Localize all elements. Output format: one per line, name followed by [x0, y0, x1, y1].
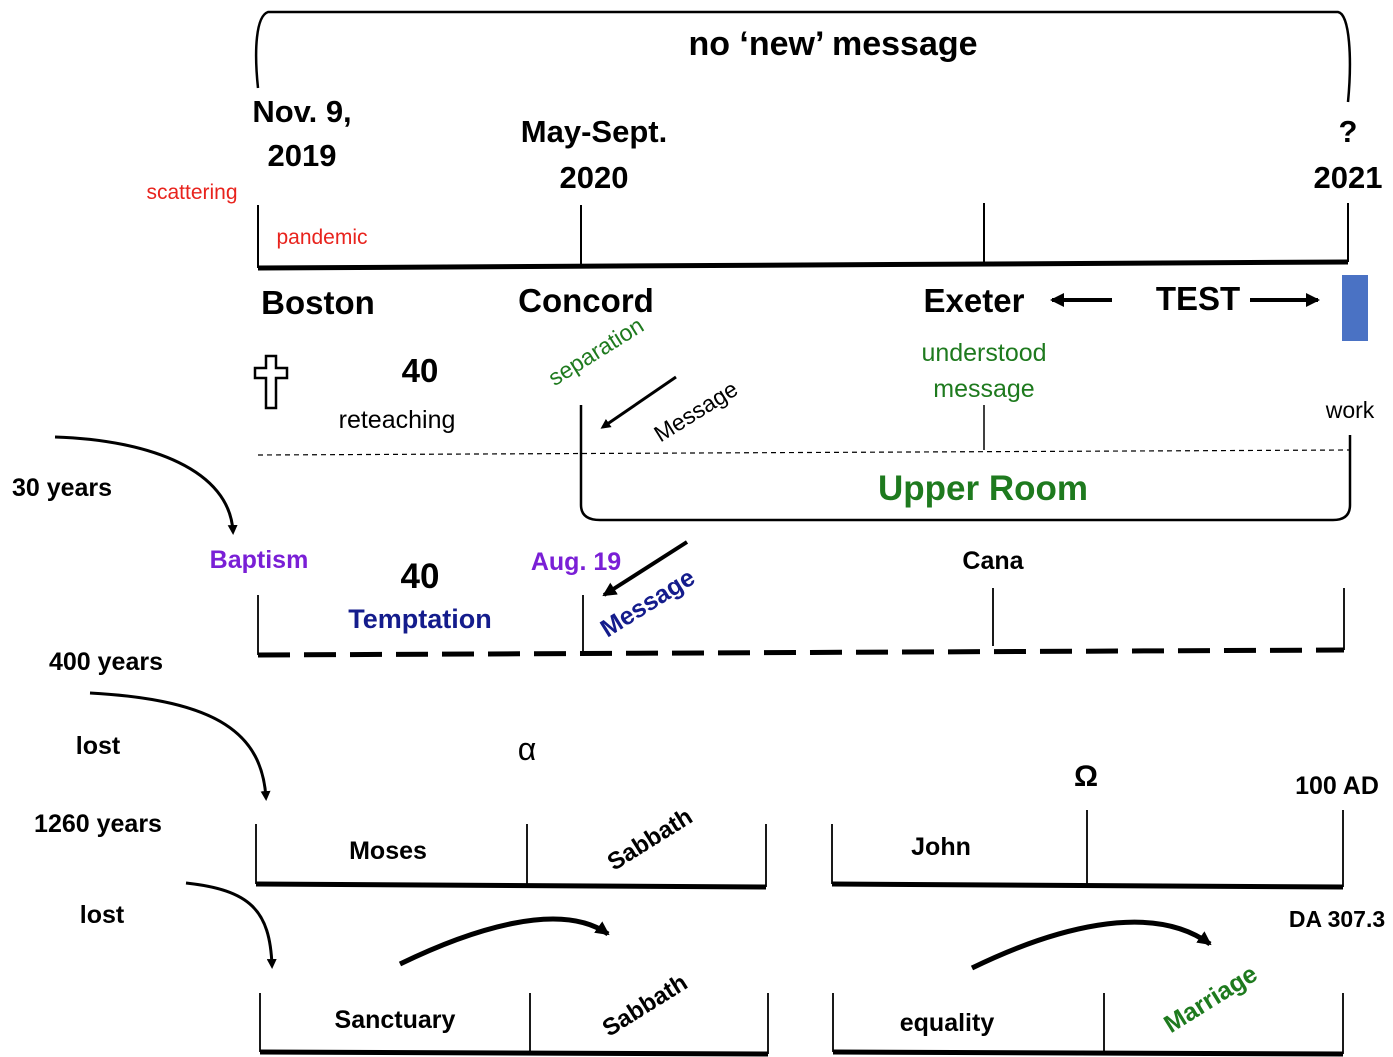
dotted-line [257, 449, 1351, 456]
sabbath-label-2: Sabbath [598, 969, 693, 1042]
da-reference-label: DA 307.3 [1289, 906, 1385, 932]
temptation-label: Temptation [348, 604, 492, 634]
thirty-years-label: 30 years [12, 474, 112, 502]
sanctuary-line [259, 1049, 769, 1057]
date-mid-line1: May-Sept. [521, 114, 667, 149]
date-mid-line2: 2020 [560, 160, 629, 195]
lost-label-1: lost [76, 732, 121, 760]
place-exeter: Exeter [924, 282, 1025, 319]
thirty-years-arrow [54, 435, 238, 535]
twelve-sixty-years-label: 1260 years [34, 810, 162, 838]
date-start-line1: Nov. 9, [252, 94, 351, 129]
upper-room-bracket [579, 405, 1352, 522]
sanctuary-arrow [398, 916, 610, 967]
aug19-label: Aug. 19 [531, 548, 621, 576]
timeline2-dashed-line [257, 647, 1345, 658]
date-end-line1: ? [1339, 114, 1358, 149]
top-bracket [254, 10, 1352, 103]
message-arrow-2 [602, 540, 689, 597]
four-hundred-arrow [89, 691, 271, 801]
cross-icon [253, 354, 289, 410]
alpha-symbol: α [518, 731, 537, 767]
place-boston: Boston [261, 284, 375, 321]
hundred-ad-label: 100 AD [1295, 772, 1379, 800]
baptism-label: Baptism [210, 546, 309, 574]
marriage-label: Marriage [1159, 960, 1262, 1039]
understood-line2: message [933, 375, 1034, 403]
bracket-label: no ‘new’ message [688, 25, 977, 63]
forty-label-1: 40 [402, 352, 439, 389]
john-line [831, 881, 1344, 890]
twelve-sixty-arrow [185, 881, 277, 969]
omega-symbol: Ω [1074, 760, 1098, 793]
date-start-line2: 2019 [268, 138, 337, 173]
forty-label-2: 40 [401, 557, 440, 596]
john-label: John [911, 833, 971, 861]
equality-line [832, 1049, 1344, 1057]
pandemic-label: pandemic [276, 226, 367, 249]
timeline1-line [257, 259, 1349, 271]
reteaching-label: reteaching [339, 406, 456, 434]
cana-label: Cana [962, 547, 1024, 575]
work-label: work [1325, 397, 1375, 423]
place-concord: Concord [518, 282, 654, 319]
sanctuary-label: Sanctuary [335, 1006, 456, 1034]
date-end-line2: 2021 [1314, 160, 1383, 195]
four-hundred-years-label: 400 years [49, 648, 163, 676]
equality-label: equality [900, 1009, 995, 1037]
blue-marker-box [1342, 275, 1368, 341]
message-arrow-1 [600, 375, 677, 429]
test-label: TEST [1156, 280, 1240, 317]
moses-label: Moses [349, 837, 427, 865]
equality-arrow [970, 919, 1212, 971]
understood-line1: understood [921, 339, 1046, 367]
upper-room-label: Upper Room [878, 469, 1088, 508]
separation-label: separation [543, 312, 648, 391]
scattering-label: scattering [146, 181, 237, 204]
sabbath-label-1: Sabbath [603, 803, 698, 876]
moses-line [255, 881, 767, 890]
lost-label-2: lost [80, 901, 125, 929]
